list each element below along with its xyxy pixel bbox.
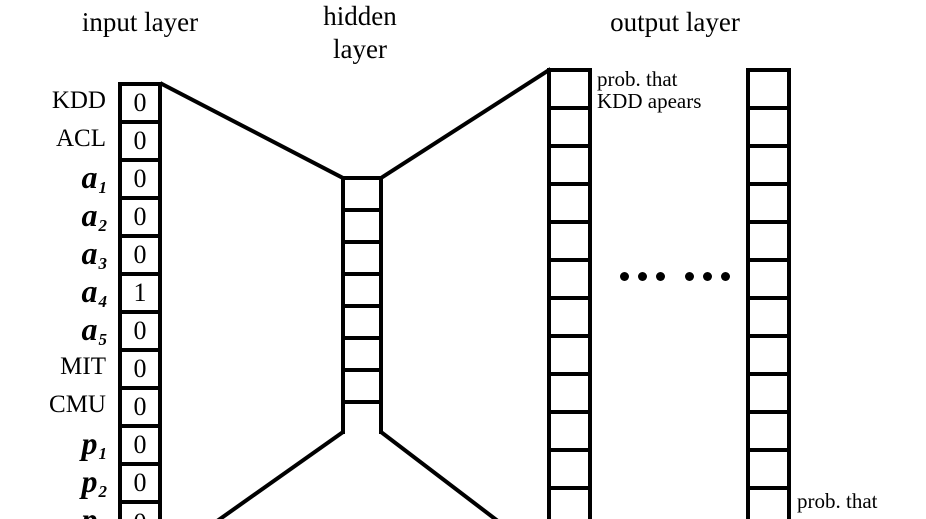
output-cell — [750, 262, 787, 300]
output-layer-column-2 — [746, 68, 791, 519]
input-label: ACL — [56, 125, 106, 152]
output-cell — [551, 490, 588, 519]
output-ellipsis — [620, 272, 730, 281]
input-cell: 0 — [122, 200, 158, 238]
input-cell: 0 — [122, 504, 158, 519]
output-cell — [750, 376, 787, 414]
ellipsis-dot — [703, 272, 712, 281]
output-note-bottom: prob. that — [797, 489, 878, 513]
ellipsis-dot — [656, 272, 665, 281]
input-layer-title: input layer — [81, 7, 199, 37]
output-cell — [750, 414, 787, 452]
link-hidden-bottom-to-output-bottom — [378, 429, 499, 519]
link-hidden-top-to-output-top — [378, 67, 552, 181]
output-cell — [551, 414, 588, 452]
input-cell: 0 — [122, 428, 158, 466]
ellipsis-dot — [638, 272, 647, 281]
output-layer-column-1 — [547, 68, 592, 519]
hidden-cell — [345, 308, 379, 340]
input-cell: 1 — [122, 276, 158, 314]
input-label: p3 — [81, 501, 98, 519]
input-layer-column: 000001000000 — [118, 82, 162, 519]
ellipsis-dot — [721, 272, 730, 281]
input-label: a2 — [81, 197, 108, 235]
input-label: p2 — [81, 463, 108, 501]
output-cell — [750, 452, 787, 490]
hidden-cell — [345, 244, 379, 276]
output-cell — [750, 300, 787, 338]
input-label: a4 — [81, 273, 108, 311]
link-input-top-to-hidden-top — [159, 81, 346, 181]
output-cell — [551, 338, 588, 376]
input-label: a5 — [81, 311, 108, 349]
input-label: KDD — [51, 87, 106, 114]
hidden-cell — [345, 404, 379, 436]
input-cell: 0 — [122, 162, 158, 200]
output-cell — [750, 338, 787, 376]
output-cell — [551, 224, 588, 262]
output-cell — [750, 72, 787, 110]
input-cell: 0 — [122, 390, 158, 428]
output-cell — [551, 452, 588, 490]
output-cell — [551, 300, 588, 338]
input-cell: 0 — [122, 124, 158, 162]
hidden-cell — [345, 372, 379, 404]
ellipsis-dot — [620, 272, 629, 281]
input-cell: 0 — [122, 466, 158, 504]
output-cell — [750, 490, 787, 519]
output-note-top: prob. that KDD apears — [597, 67, 702, 113]
output-cell — [551, 186, 588, 224]
output-cell — [551, 110, 588, 148]
output-cell — [551, 72, 588, 110]
hidden-cell — [345, 340, 379, 372]
hidden-cell — [345, 276, 379, 308]
input-cell: 0 — [122, 86, 158, 124]
output-cell — [750, 186, 787, 224]
input-cell: 0 — [122, 352, 158, 390]
output-cell — [551, 376, 588, 414]
ellipsis-group-left — [620, 272, 665, 281]
input-label: a3 — [81, 235, 108, 273]
input-label: a1 — [81, 159, 108, 197]
input-label: MIT — [60, 353, 106, 380]
output-layer-title: output layer — [610, 7, 740, 37]
output-cell — [750, 148, 787, 186]
hidden-layer-title-line1: hidden — [323, 1, 397, 31]
link-input-bottom-to-hidden-bottom — [216, 429, 346, 519]
hidden-cell — [345, 180, 379, 212]
hidden-layer-title-line2: layer — [333, 34, 387, 64]
output-cell — [750, 224, 787, 262]
hidden-cell — [345, 212, 379, 244]
input-cell: 0 — [122, 314, 158, 352]
input-cell: 0 — [122, 238, 158, 276]
output-cell — [551, 148, 588, 186]
ellipsis-group-right — [685, 272, 730, 281]
ellipsis-dot — [685, 272, 694, 281]
output-cell — [551, 262, 588, 300]
hidden-layer-title: hidden layer — [285, 0, 435, 66]
input-label: CMU — [49, 391, 106, 418]
output-cell — [750, 110, 787, 148]
hidden-layer-column — [341, 176, 383, 436]
input-label: p1 — [81, 425, 108, 463]
